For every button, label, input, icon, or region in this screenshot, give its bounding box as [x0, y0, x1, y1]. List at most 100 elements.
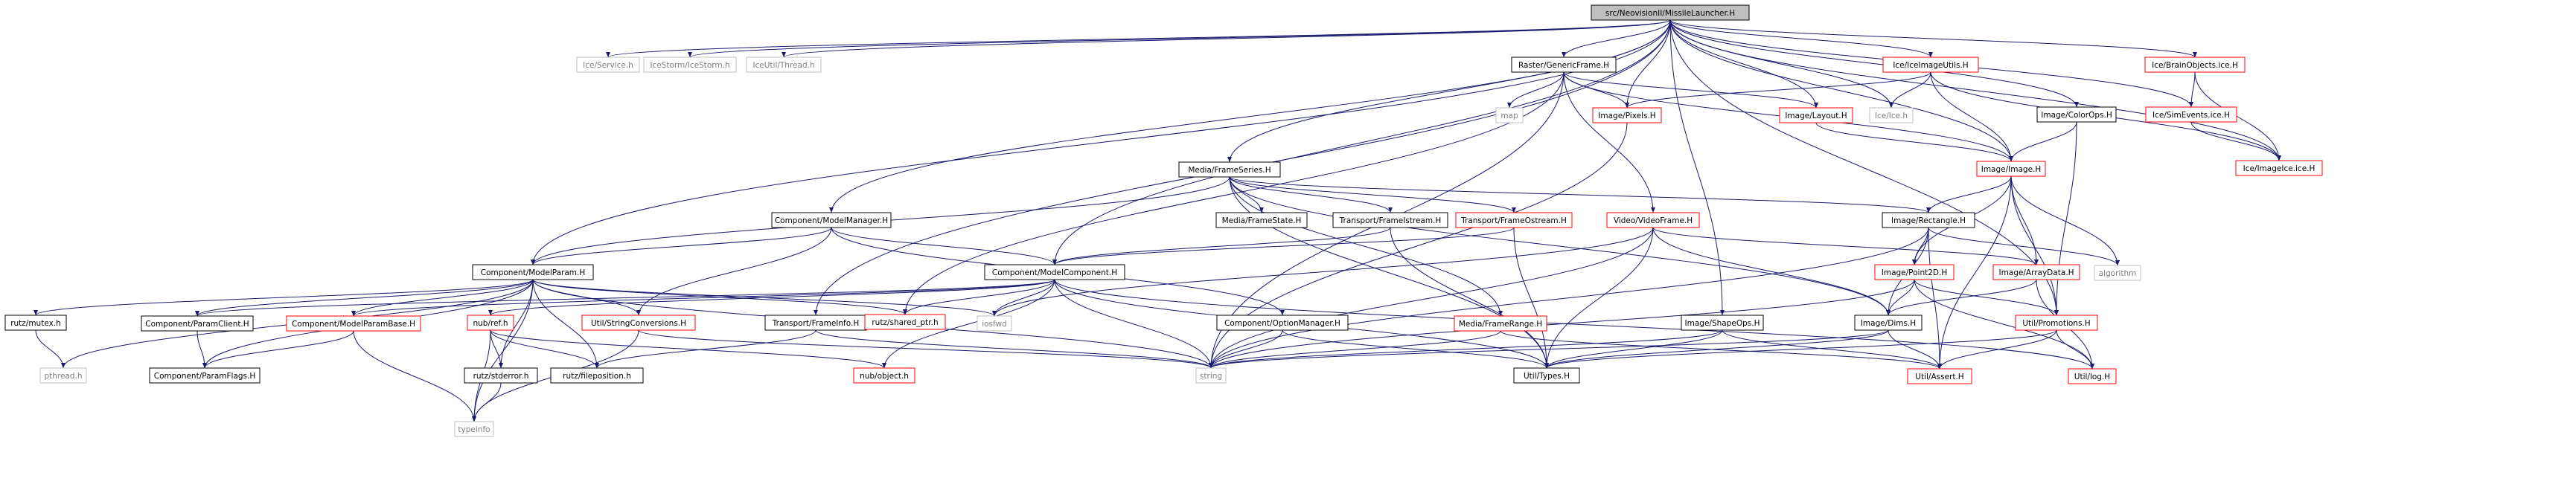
edge-frameostream-to-modelcomp — [1052, 227, 1515, 265]
node-log[interactable]: Util/log.H — [2068, 368, 2117, 384]
node-frameinfo[interactable]: Transport/FrameInfo.H — [764, 315, 867, 331]
node-videoframe[interactable]: Video/VideoFrame.H — [1606, 212, 1700, 228]
edge-simevents-to-imageice — [2190, 121, 2281, 161]
edge-modelcomp-to-iosfwd — [992, 279, 1055, 317]
node-point2d[interactable]: Image/Point2D.H — [1874, 264, 1955, 280]
node-map[interactable]: map — [1495, 107, 1524, 123]
node-modelmgr[interactable]: Component/ModelManager.H — [771, 212, 892, 228]
node-label: Component/OptionManager.H — [1224, 319, 1340, 328]
node-pixels[interactable]: Image/Pixels.H — [1592, 107, 1662, 123]
edge-root-to-imageh — [1669, 19, 2013, 162]
edge-imageh-to-rectangle — [1926, 175, 2012, 213]
node-optmgr[interactable]: Component/OptionManager.H — [1216, 315, 1349, 331]
node-algorithm[interactable]: algorithm — [2094, 265, 2141, 281]
node-frameistream[interactable]: Transport/FrameIstream.H — [1332, 212, 1448, 228]
edge-videoframe-to-string — [1209, 227, 1654, 369]
node-box — [1869, 107, 1914, 123]
node-root[interactable]: src/NeovisionII/MissileLauncher.H — [1591, 4, 1750, 21]
node-box — [1591, 4, 1750, 21]
node-paramclient[interactable]: Component/ParamClient.H — [141, 315, 254, 332]
node-box — [1976, 161, 2046, 177]
node-brain[interactable]: Ice/BrainObjects.ice.H — [2144, 57, 2246, 73]
node-iceimgutils[interactable]: Ice/IceImageUtils.H — [1882, 57, 1979, 73]
edge-root-to-brain — [1669, 19, 2197, 58]
node-typeinfo[interactable]: typeinfo — [454, 421, 494, 437]
node-label: Transport/FrameOstream.H — [1460, 216, 1567, 225]
node-modelcomp[interactable]: Component/ModelComponent.H — [984, 264, 1125, 280]
edge-modelparam-to-mutex — [33, 279, 534, 316]
nodes-layer: src/NeovisionII/MissileLauncher.H Ice/Ser… — [4, 4, 2323, 437]
node-iceh[interactable]: Ice/Ice.h — [1869, 107, 1914, 123]
node-label: Component/ModelManager.H — [775, 216, 888, 225]
node-icesvc[interactable]: Ice/Service.h — [576, 57, 640, 73]
node-iosfwd[interactable]: iosfwd — [977, 315, 1012, 332]
node-rectangle[interactable]: Image/Rectangle.H — [1882, 212, 1975, 228]
node-shapeops[interactable]: Image/ShapeOps.H — [1681, 315, 1764, 331]
node-framestate[interactable]: Media/FrameState.H — [1215, 212, 1308, 228]
node-simevents[interactable]: Ice/SimEvents.ice.H — [2145, 106, 2237, 123]
node-imageh[interactable]: Image/Image.H — [1976, 161, 2046, 177]
edge-paramclient-to-paramflags — [196, 330, 207, 369]
node-dims[interactable]: Image/Dims.H — [1854, 315, 1923, 331]
node-label: Video/VideoFrame.H — [1614, 216, 1693, 225]
node-box — [454, 421, 494, 437]
node-assert[interactable]: Util/Assert.H — [1907, 368, 1972, 384]
edge-root-to-imageice — [1669, 19, 2281, 161]
node-box — [1907, 368, 1972, 384]
node-label: Component/ModelComponent.H — [992, 268, 1117, 277]
node-modelparam[interactable]: Component/ModelParam.H — [472, 264, 594, 280]
node-icestorm[interactable]: IceStorm/IceStorm.h — [643, 57, 737, 73]
edge-mpbase-to-paramflags — [202, 330, 354, 369]
node-box — [1513, 367, 1580, 384]
node-promotions[interactable]: Util/Promotions.H — [2015, 315, 2098, 331]
edge-root-to-modelcomp — [1052, 19, 1671, 265]
node-iceutil[interactable]: IceUtil/Thread.h — [746, 57, 822, 73]
node-layout[interactable]: Image/Layout.H — [1779, 107, 1853, 123]
edge-point2d-to-dims — [1886, 279, 1915, 316]
edge-rgf-to-sharedptr — [903, 71, 1565, 315]
node-box — [2094, 265, 2141, 281]
node-paramflags[interactable]: Component/ParamFlags.H — [149, 367, 261, 384]
edge-modelparam-to-typeinfo — [472, 279, 534, 422]
node-nubobject[interactable]: nub/object.h — [853, 367, 915, 384]
node-label: Util/Types.H — [1524, 372, 1570, 381]
node-label: Image/Rectangle.H — [1891, 216, 1966, 225]
edge-frameseries-to-frameostream — [1229, 176, 1516, 213]
node-imageice[interactable]: Ice/ImageIce.ice.H — [2235, 160, 2323, 176]
node-frameseries[interactable]: Media/FrameSeries.H — [1178, 161, 1281, 178]
node-nubref[interactable]: nub/ref.h — [467, 315, 514, 331]
edge-modelcomp-to-log — [1054, 279, 2094, 370]
node-string[interactable]: string — [1195, 367, 1227, 384]
edge-brain-to-simevents — [2189, 71, 2196, 108]
node-label: pthread.h — [44, 372, 82, 381]
node-strconv[interactable]: Util/StringConversions.H — [581, 315, 696, 331]
node-mutex[interactable]: rutz/mutex.h — [4, 315, 67, 331]
edge-rgf-to-videoframe — [1563, 71, 1655, 213]
edge-modelcomp-to-paramclient — [195, 279, 1055, 317]
node-box — [2145, 106, 2237, 123]
node-colorops[interactable]: Image/ColorOps.H — [2036, 106, 2117, 123]
edge-root-to-layout — [1669, 19, 1818, 109]
edge-imageh-to-promotions — [2010, 175, 2059, 316]
node-filepos[interactable]: rutz/fileposition.h — [550, 367, 644, 384]
node-frameostream[interactable]: Transport/FrameOstream.H — [1455, 212, 1573, 228]
node-label: Util/log.H — [2074, 373, 2110, 381]
edge-colorops-to-imageh — [2009, 121, 2077, 162]
node-box — [149, 367, 261, 384]
node-label: Image/Pixels.H — [1598, 112, 1655, 120]
node-rgf[interactable]: Raster/GenericFrame.H — [1511, 57, 1617, 73]
node-box — [643, 57, 737, 73]
edge-shapeops-to-types — [1544, 329, 1723, 369]
node-framerange[interactable]: Media/FrameRange.H — [1454, 315, 1547, 332]
edge-nubref-to-nubobject — [490, 329, 886, 369]
node-pthread[interactable]: pthread.h — [39, 367, 87, 384]
node-types[interactable]: Util/Types.H — [1513, 367, 1580, 384]
node-box — [864, 314, 946, 330]
node-label: Raster/GenericFrame.H — [1518, 61, 1609, 70]
node-arraydata[interactable]: Image/ArrayData.H — [1992, 264, 2080, 280]
node-box — [2068, 368, 2117, 384]
node-box — [1495, 107, 1524, 123]
node-sharedptr[interactable]: rutz/shared_ptr.h — [864, 314, 946, 330]
node-mpbase[interactable]: Component/ModelParamBase.H — [286, 315, 421, 332]
node-stderror[interactable]: rutz/stderror.h — [464, 367, 538, 384]
